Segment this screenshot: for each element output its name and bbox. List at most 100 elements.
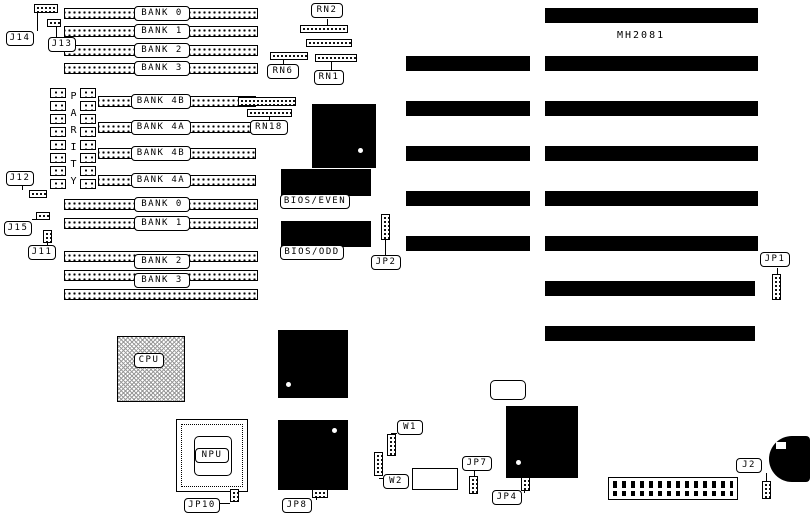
- jumper-jp2: [381, 214, 390, 240]
- label-j11: J11: [28, 245, 56, 260]
- label-bank-top-3: BANK 3: [134, 61, 190, 76]
- leader-line: [37, 13, 38, 31]
- pin-header-j12: [29, 190, 47, 198]
- label-jp8: JP8: [282, 498, 312, 513]
- leader-line: [474, 471, 475, 476]
- pin1-dot: [286, 382, 291, 387]
- expansion-slot-16bit-ext: [406, 191, 530, 206]
- label-rn6: RN6: [267, 64, 299, 79]
- dip-chip: [80, 140, 96, 150]
- expansion-slot: [545, 281, 755, 296]
- qfp-chip: [312, 104, 376, 168]
- label-bios-odd: BIOS/ODD: [280, 245, 344, 260]
- dip-chip: [50, 88, 66, 98]
- leader-line: [220, 503, 230, 504]
- leader-line: [379, 478, 383, 479]
- label-jp7: JP7: [462, 456, 492, 471]
- label-rn2: RN2: [311, 3, 343, 18]
- label-parity: PARITY: [67, 90, 79, 194]
- label-bank-bottom-0: BANK 2: [134, 254, 190, 269]
- dip-chip: [50, 101, 66, 111]
- leader-line: [766, 473, 767, 481]
- resistor-network-strip: [306, 39, 352, 47]
- label-jp2: JP2: [371, 255, 401, 270]
- expansion-slot-16bit-ext: [406, 56, 530, 71]
- jumper-jp7: [469, 476, 478, 494]
- dip-chip: [80, 153, 96, 163]
- resistor-network-strip: [238, 97, 296, 106]
- dip-chip: [80, 166, 96, 176]
- oscillator-outline: [412, 468, 458, 490]
- dip-chip: [50, 127, 66, 137]
- label-w1: W1: [397, 420, 423, 435]
- label-jp4: JP4: [492, 490, 522, 505]
- resistor-network-strip: [300, 25, 348, 33]
- expansion-slot-16bit-ext: [406, 146, 530, 161]
- pin-header-j14: [47, 19, 61, 27]
- simm-socket: [64, 289, 258, 300]
- resistor-network-strip: [270, 52, 308, 60]
- bios-even-chip: [281, 169, 371, 196]
- leader-line: [22, 186, 23, 190]
- qfp-chip: [278, 420, 348, 490]
- expansion-slot: [545, 191, 758, 206]
- expansion-slot: [545, 8, 758, 23]
- pin1-dot: [358, 148, 363, 153]
- keyboard-din-connector: [769, 436, 810, 482]
- dip-chip: [50, 166, 66, 176]
- expansion-slot: [545, 56, 758, 71]
- dip-chip: [80, 88, 96, 98]
- label-bios-even: BIOS/EVEN: [280, 194, 350, 209]
- label-j14: J14: [6, 31, 34, 46]
- component-outline: [490, 380, 526, 400]
- label-j13: J13: [48, 37, 76, 52]
- jumper-w2: [374, 452, 383, 476]
- label-bank-top-2: BANK 2: [134, 43, 190, 58]
- dip-chip: [80, 127, 96, 137]
- label-bank-mid-0: BANK 4B: [131, 94, 191, 109]
- label-j12: J12: [6, 171, 34, 186]
- label-j15: J15: [4, 221, 32, 236]
- pin1-dot: [332, 428, 337, 433]
- jumper-w1: [387, 434, 396, 456]
- dip-chip: [80, 114, 96, 124]
- dip-chip: [50, 179, 66, 189]
- label-rn1: RN1: [314, 70, 344, 85]
- label-jp1: JP1: [760, 252, 790, 267]
- dip-chip: [50, 114, 66, 124]
- leader-line: [283, 60, 284, 64]
- leader-line: [331, 62, 332, 70]
- expansion-slot: [545, 236, 758, 251]
- leader-line: [385, 240, 386, 255]
- expansion-slot: [545, 101, 758, 116]
- jumper-jp4: [521, 477, 530, 491]
- board-model-text: MH2081: [617, 30, 666, 41]
- label-bank-top-0: BANK 0: [134, 6, 190, 21]
- jumper-jp1: [772, 274, 781, 300]
- label-j2: J2: [736, 458, 762, 473]
- label-bank-mid-1: BANK 4A: [131, 120, 191, 135]
- leader-line: [56, 27, 57, 37]
- resistor-network-strip: [315, 54, 357, 62]
- jumper-jp10: [230, 489, 239, 502]
- resistor-network-strip: [247, 109, 292, 117]
- label-bank-mid-2: BANK 4B: [131, 146, 191, 161]
- pin-header-j13: [34, 4, 58, 13]
- label-cpu: CPU: [134, 353, 164, 368]
- label-npu: NPU: [195, 448, 229, 463]
- leader-line: [391, 433, 397, 434]
- jumper-j2: [762, 481, 771, 499]
- label-w2: W2: [383, 474, 409, 489]
- expansion-slot-16bit-ext: [406, 236, 530, 251]
- label-bank-top-1: BANK 1: [134, 24, 190, 39]
- dip-chip: [80, 101, 96, 111]
- pin-header-j15: [36, 212, 50, 220]
- leader-line: [47, 243, 48, 245]
- dip-chip: [80, 179, 96, 189]
- expansion-slot: [545, 326, 755, 341]
- pin1-dot: [516, 460, 521, 465]
- dip-chip: [50, 140, 66, 150]
- expansion-slot-16bit-ext: [406, 101, 530, 116]
- cpu-chip: [117, 336, 185, 402]
